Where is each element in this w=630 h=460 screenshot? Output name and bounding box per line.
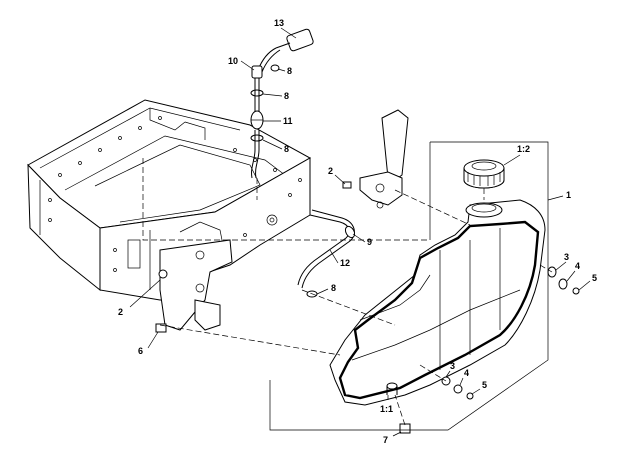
- callout-9: 9: [367, 237, 372, 247]
- fuel-line-assembly: [250, 28, 356, 298]
- group-boundary: [269, 141, 549, 431]
- callout-3-b: 3: [450, 361, 455, 371]
- fuel-tank: [329, 199, 546, 406]
- callout-2-a: 2: [328, 166, 333, 176]
- callout-1-1: 1:1: [380, 404, 393, 414]
- callout-13: 13: [274, 18, 284, 28]
- assembly-lines: [142, 158, 553, 426]
- callout-8-a: 8: [287, 66, 292, 76]
- callout-2-b: 2: [118, 307, 123, 317]
- callout-1: 1: [566, 190, 571, 200]
- callout-10: 10: [228, 56, 238, 66]
- callout-12: 12: [340, 258, 350, 268]
- frame-holes: [48, 116, 302, 272]
- callout-5-b: 5: [482, 380, 487, 390]
- callout-8-d: 8: [331, 283, 336, 293]
- leader-lines: [129, 27, 591, 437]
- frame-assembly: [27, 99, 312, 331]
- callout-4-a: 4: [575, 261, 580, 271]
- callout-8-c: 8: [284, 144, 289, 154]
- callout-1-2: 1:2: [517, 144, 530, 154]
- callout-8-b: 8: [284, 91, 289, 101]
- callout-7: 7: [383, 435, 388, 445]
- callout-4-b: 4: [464, 368, 469, 378]
- callout-11: 11: [283, 116, 293, 126]
- callout-labels: 13 8 10 8 11 8 2 1:2 1 9 12 2 8 3 4 5 6 …: [118, 18, 597, 445]
- callout-5-a: 5: [592, 273, 597, 283]
- callout-3-a: 3: [564, 252, 569, 262]
- callout-6: 6: [138, 346, 143, 356]
- tank-bracket: [342, 109, 409, 209]
- fuel-cap: [463, 159, 505, 189]
- fuel-shutoff-valve: [275, 28, 314, 52]
